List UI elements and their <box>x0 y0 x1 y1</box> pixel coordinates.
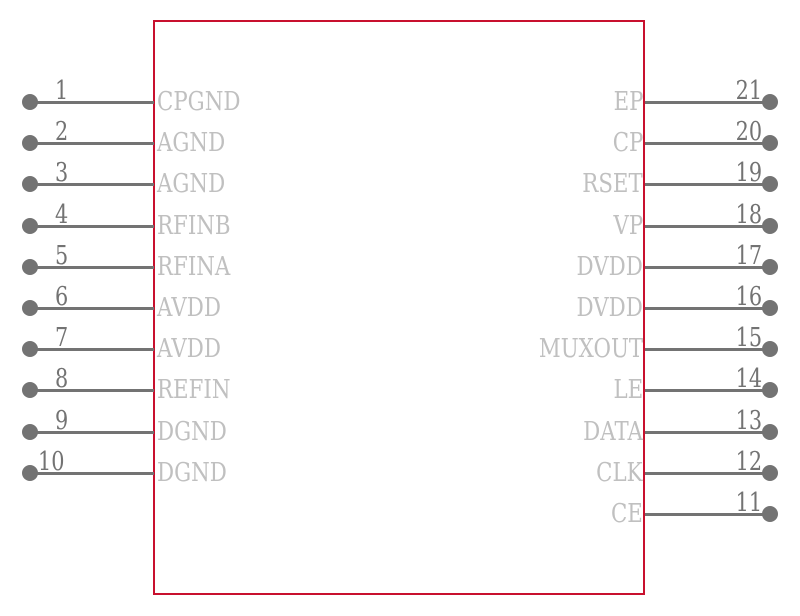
pin-terminal-icon[interactable] <box>762 259 778 275</box>
pin-name: MUXOUT <box>538 334 643 364</box>
pin-terminal-icon[interactable] <box>762 424 778 440</box>
pin-number: 4 <box>55 200 69 230</box>
pin-name: DVDD <box>576 252 643 282</box>
pin-line <box>645 348 770 351</box>
pin-line <box>30 431 154 434</box>
pin-terminal-icon[interactable] <box>762 506 778 522</box>
pin-terminal-icon[interactable] <box>762 341 778 357</box>
pin-name: RFINA <box>157 252 231 282</box>
pin-terminal-icon[interactable] <box>22 94 38 110</box>
pin-terminal-icon[interactable] <box>762 382 778 398</box>
pin-number: 12 <box>735 447 762 477</box>
pin-terminal-icon[interactable] <box>22 218 38 234</box>
pin-number: 19 <box>735 158 762 188</box>
pin-line <box>645 142 770 145</box>
pin-number: 11 <box>735 488 762 518</box>
pin-terminal-icon[interactable] <box>22 424 38 440</box>
pin-line <box>30 183 154 186</box>
pin-terminal-icon[interactable] <box>762 218 778 234</box>
pin-terminal-icon[interactable] <box>762 465 778 481</box>
pin-name: DVDD <box>576 293 643 323</box>
pin-number: 2 <box>55 117 69 147</box>
pin-name: CP <box>612 128 643 158</box>
pin-number: 18 <box>735 200 762 230</box>
pin-number: 3 <box>55 158 69 188</box>
pin-line <box>30 101 154 104</box>
pin-terminal-icon[interactable] <box>22 300 38 316</box>
pin-name: CLK <box>596 458 643 488</box>
pin-terminal-icon[interactable] <box>22 465 38 481</box>
pin-number: 6 <box>55 282 69 312</box>
pin-name: LE <box>613 375 643 405</box>
pin-number: 20 <box>735 117 762 147</box>
pin-name: REFIN <box>157 375 231 405</box>
pin-line <box>645 389 770 392</box>
pin-terminal-icon[interactable] <box>762 176 778 192</box>
pin-line <box>30 307 154 310</box>
pin-terminal-icon[interactable] <box>22 382 38 398</box>
pin-number: 14 <box>735 364 762 394</box>
pin-line <box>30 142 154 145</box>
pin-number: 8 <box>55 364 69 394</box>
pin-name: DGND <box>157 458 227 488</box>
pin-line <box>645 266 770 269</box>
pin-name: AVDD <box>157 334 221 364</box>
pin-terminal-icon[interactable] <box>22 341 38 357</box>
pin-line <box>645 431 770 434</box>
pin-name: VP <box>613 211 643 241</box>
pin-terminal-icon[interactable] <box>22 259 38 275</box>
pin-terminal-icon[interactable] <box>762 300 778 316</box>
pin-name: EP <box>613 87 643 117</box>
pin-name: AVDD <box>157 293 221 323</box>
pin-line <box>645 513 770 516</box>
pin-number: 13 <box>735 406 762 436</box>
pin-line <box>645 307 770 310</box>
pin-line <box>30 225 154 228</box>
pin-line <box>30 472 154 475</box>
pin-line <box>645 183 770 186</box>
pin-line <box>30 348 154 351</box>
pin-number: 5 <box>55 241 69 271</box>
pin-terminal-icon[interactable] <box>22 176 38 192</box>
pin-number: 21 <box>735 76 762 106</box>
pin-number: 1 <box>55 76 69 106</box>
pin-line <box>30 389 154 392</box>
pin-number: 10 <box>38 447 65 477</box>
pin-number: 17 <box>735 241 762 271</box>
pin-line <box>645 101 770 104</box>
pin-name: RFINB <box>157 211 231 241</box>
pin-terminal-icon[interactable] <box>762 135 778 151</box>
pin-number: 7 <box>55 323 69 353</box>
component-body <box>153 20 645 595</box>
pin-line <box>645 472 770 475</box>
pin-name: DGND <box>157 417 227 447</box>
pin-line <box>645 225 770 228</box>
pin-number: 9 <box>55 406 69 436</box>
pin-number: 15 <box>735 323 762 353</box>
pin-line <box>30 266 154 269</box>
pin-name: DATA <box>583 417 643 447</box>
pin-name: CPGND <box>157 87 241 117</box>
pin-name: AGND <box>157 128 226 158</box>
pin-terminal-icon[interactable] <box>22 135 38 151</box>
pin-terminal-icon[interactable] <box>762 94 778 110</box>
pin-name: AGND <box>157 169 226 199</box>
pin-name: RSET <box>582 169 643 199</box>
pin-name: CE <box>611 499 643 529</box>
pin-number: 16 <box>735 282 762 312</box>
